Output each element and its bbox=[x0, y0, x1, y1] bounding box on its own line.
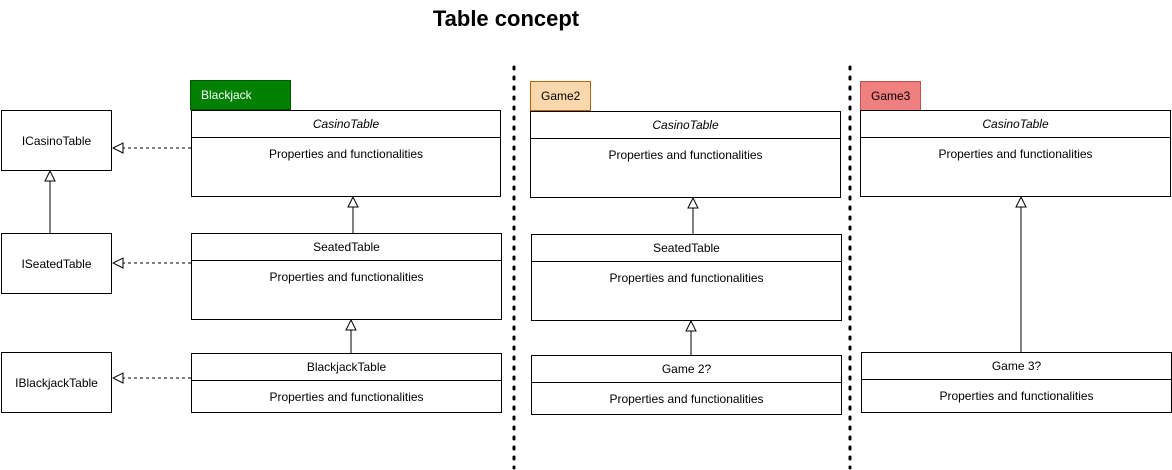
seatedtable-box-2: SeatedTable Properties and functionaliti… bbox=[531, 234, 842, 321]
class-name: Game 3? bbox=[862, 353, 1171, 380]
class-name: SeatedTable bbox=[192, 234, 501, 261]
tag-blackjack: Blackjack bbox=[190, 80, 291, 110]
class-body: Properties and functionalities bbox=[939, 389, 1094, 403]
class-body: Properties and functionalities bbox=[269, 390, 424, 404]
tag-game2: Game2 bbox=[530, 81, 591, 111]
blackjacktable-box: BlackjackTable Properties and functional… bbox=[191, 353, 502, 413]
icasinotable-box: ICasinoTable bbox=[1, 110, 112, 171]
class-name: Game 2? bbox=[532, 356, 841, 383]
class-name: CasinoTable bbox=[531, 112, 840, 139]
class-name: CasinoTable bbox=[861, 111, 1170, 138]
class-body: Properties and functionalities bbox=[608, 148, 763, 162]
tag-blackjack-label: Blackjack bbox=[201, 88, 252, 102]
class-body: Properties and functionalities bbox=[269, 270, 424, 284]
class-name: CasinoTable bbox=[192, 111, 500, 138]
tag-game3-label: Game3 bbox=[871, 89, 911, 103]
icasinotable-label: ICasinoTable bbox=[21, 133, 92, 148]
game3-box: Game 3? Properties and functionalities bbox=[861, 352, 1172, 413]
iseatedtable-box: ISeatedTable bbox=[1, 233, 112, 294]
class-body: Properties and functionalities bbox=[938, 147, 1093, 161]
iseatedtable-label: ISeatedTable bbox=[21, 256, 92, 271]
casinotable-box-3: CasinoTable Properties and functionaliti… bbox=[860, 110, 1171, 197]
class-name: BlackjackTable bbox=[192, 354, 501, 381]
seatedtable-box-1: SeatedTable Properties and functionaliti… bbox=[191, 233, 502, 320]
iblackjacktable-label: IBlackjackTable bbox=[15, 375, 98, 390]
tag-game3: Game3 bbox=[860, 81, 921, 111]
tag-game2-label: Game2 bbox=[541, 89, 581, 103]
class-body: Properties and functionalities bbox=[609, 271, 764, 285]
page-title: Table concept bbox=[432, 6, 580, 31]
class-body: Properties and functionalities bbox=[609, 392, 764, 406]
casinotable-box-2: CasinoTable Properties and functionaliti… bbox=[530, 111, 841, 198]
class-body: Properties and functionalities bbox=[268, 147, 424, 161]
iblackjacktable-box: IBlackjackTable bbox=[1, 352, 112, 413]
casinotable-box-1: CasinoTable Properties and functionaliti… bbox=[191, 110, 501, 197]
class-name: SeatedTable bbox=[532, 235, 841, 262]
game2-box: Game 2? Properties and functionalities bbox=[531, 355, 842, 415]
